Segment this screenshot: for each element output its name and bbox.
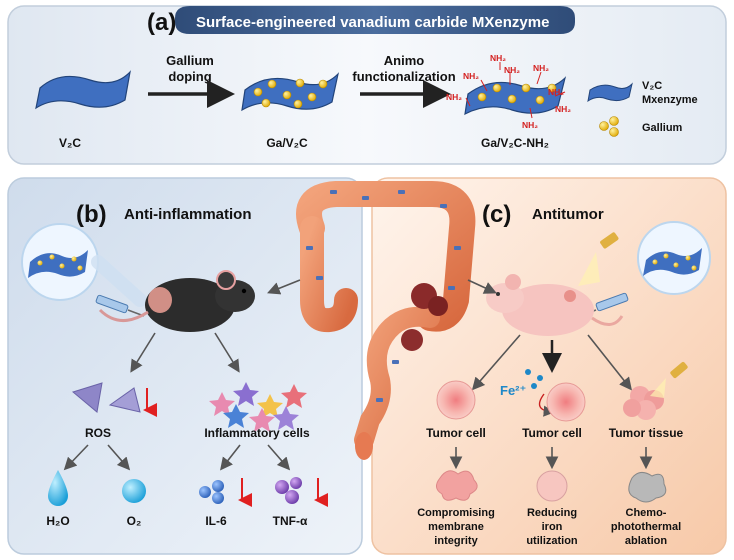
panel-a-title: Surface-engineered vanadium carbide MXen…	[196, 14, 549, 31]
outcome2-line3: utilization	[526, 535, 578, 547]
outcome2-line2: iron	[542, 521, 563, 533]
tumor-cell-1-icon	[436, 380, 476, 420]
outcome1-line1: Compromising	[417, 507, 495, 519]
nh2-labels: NH₂ NH₂ NH₂ NH₂ NH₂ NH₂ NH₂ NH₂	[446, 53, 571, 130]
colon-sigmoid	[354, 306, 440, 450]
colon-ascending	[300, 216, 358, 333]
step2-line1: Animo	[384, 53, 425, 68]
arrow-colon-to-panel-c	[467, 279, 497, 294]
colon-illustration	[267, 181, 497, 460]
arrow-to-tumor-tissue	[587, 334, 632, 391]
label-tumor-cell-1: Tumor cell	[426, 426, 486, 440]
legend-gallium-icon	[599, 116, 619, 137]
arrow-to-h2o	[63, 444, 89, 471]
arrow-to-tnfa	[267, 444, 291, 471]
svg-text:NH₂: NH₂	[522, 120, 538, 130]
panel-c-letter: (c)	[482, 201, 511, 228]
svg-text:NH₂: NH₂	[548, 87, 564, 97]
colon-tumors-icon	[401, 283, 448, 351]
reduced-iron-cell-icon	[536, 470, 568, 502]
label-tumor-cell-2: Tumor cell	[522, 426, 582, 440]
step2-line2: functionalization	[352, 69, 455, 84]
svg-text:NH₂: NH₂	[555, 104, 571, 114]
label-tumor-tissue: Tumor tissue	[609, 426, 684, 440]
ga-dots-2	[477, 83, 557, 105]
legend-v2c-line1: V₂C	[642, 80, 662, 92]
outcome3-line3: ablation	[625, 535, 667, 547]
colon-nanoparticles	[306, 190, 461, 402]
tumor-tissue-lamp-icon	[650, 361, 688, 398]
panel-b: (b) Anti-inflammation ROS	[7, 177, 363, 555]
label-ga-v2c-nh2: Ga/V₂C-NH₂	[481, 136, 549, 150]
panel-c-sheet-dots	[652, 253, 697, 271]
outcome2-line1: Reducing	[527, 507, 577, 519]
panel-b-zoom-beam	[91, 255, 147, 307]
label-h2o: H₂O	[46, 514, 69, 528]
ros-triangle-icon-2	[108, 387, 141, 413]
label-il6: IL-6	[205, 514, 227, 528]
svg-text:NH₂: NH₂	[504, 65, 520, 75]
legend-v2c-line2: Mxenzyme	[642, 94, 698, 106]
arrow-to-inflammatory	[214, 332, 240, 373]
legend-gallium: Gallium	[642, 122, 683, 134]
inflammatory-cells-icon	[209, 382, 307, 432]
panel-a: (a) Surface-engineered vanadium carbide …	[7, 5, 727, 165]
label-ros: ROS	[85, 426, 111, 440]
rectum	[355, 432, 373, 460]
water-droplet-icon	[48, 470, 68, 506]
step1-line1: Gallium	[166, 53, 214, 68]
panel-b-sheet-dots	[37, 254, 83, 271]
label-inflammatory-cells: Inflammatory cells	[204, 426, 310, 440]
outcome1-line2: membrane	[428, 521, 484, 533]
step1-line2: doping	[168, 69, 211, 84]
ros-triangle-icon	[71, 382, 103, 413]
oxygen-sphere-icon	[122, 479, 146, 503]
arrow-to-ros	[130, 332, 156, 373]
label-tnfa: TNF-α	[273, 514, 308, 528]
svg-text:NH₂: NH₂	[446, 92, 462, 102]
damaged-membrane-cell-icon	[436, 470, 478, 501]
panel-b-title: Anti-inflammation	[124, 206, 252, 223]
label-ga-v2c: Ga/V₂C	[266, 136, 308, 150]
amine-bonds	[465, 62, 566, 119]
tumor-cell-2-icon	[546, 382, 586, 422]
v2c-sheet-icon	[35, 70, 131, 110]
label-v2c: V₂C	[59, 136, 81, 150]
arrow-to-o2	[107, 444, 131, 471]
panel-b-sheet-icon	[28, 250, 88, 278]
ablated-tissue-icon	[628, 472, 667, 503]
legend-v2c-icon	[587, 82, 633, 103]
il6-molecules-icon	[199, 480, 224, 504]
svg-text:NH₂: NH₂	[463, 71, 479, 81]
panel-c-title: Antitumor	[532, 206, 604, 223]
label-fe2: Fe²⁺	[500, 383, 526, 398]
panel-a-title-bar	[175, 6, 575, 34]
colon-body	[296, 181, 476, 332]
panel-c-lamp-icon	[578, 232, 619, 286]
panel-c-sheet-icon	[643, 248, 702, 276]
tnfa-molecules-icon	[275, 477, 302, 504]
arrow-to-il6	[220, 444, 241, 471]
panel-a-letter: (a)	[147, 9, 176, 36]
svg-text:NH₂: NH₂	[490, 53, 506, 63]
black-mouse-icon	[98, 270, 255, 332]
arrow-colon-to-panel-b	[267, 279, 301, 295]
outcome3-line2: photothermal	[611, 521, 681, 533]
outcome1-line3: integrity	[434, 535, 478, 547]
ga-dots-1	[253, 78, 328, 109]
label-o2: O₂	[127, 514, 142, 528]
panel-c: (c) Antitumor T	[371, 177, 727, 555]
arrow-to-tumor-cell-1	[471, 334, 521, 391]
panel-b-letter: (b)	[76, 201, 107, 228]
svg-text:NH₂: NH₂	[533, 63, 549, 73]
outcome3-line1: Chemo-	[626, 507, 667, 519]
